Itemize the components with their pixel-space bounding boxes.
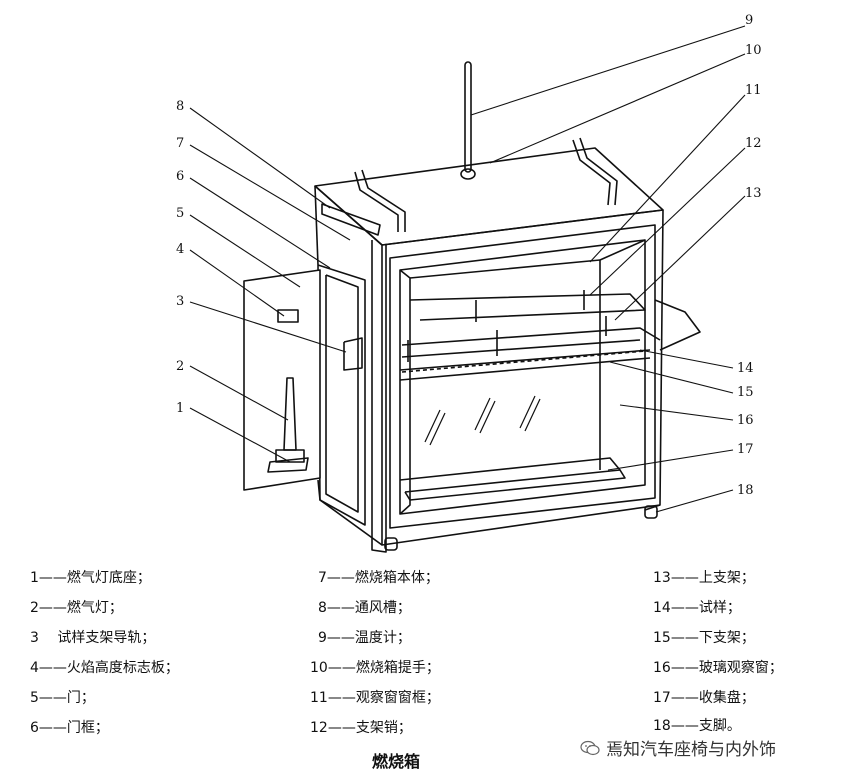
legend-item: 9——温度计； bbox=[318, 630, 411, 646]
legend-item: 2——燃气灯； bbox=[30, 600, 123, 616]
callout-number: 5 bbox=[176, 206, 185, 221]
collection-tray bbox=[399, 457, 626, 501]
callout-number: 2 bbox=[176, 359, 185, 374]
callout-number: 12 bbox=[745, 136, 762, 151]
legend-item: 1——燃气灯底座； bbox=[30, 570, 151, 586]
legend-item: 3 试样支架导轨； bbox=[30, 630, 156, 646]
legend-item: 8——通风槽； bbox=[318, 600, 411, 616]
callout-number: 1 bbox=[176, 401, 185, 416]
wechat-icon bbox=[580, 740, 600, 755]
callout-number: 15 bbox=[737, 385, 754, 400]
callout-number: 13 bbox=[745, 186, 762, 201]
callout-number: 4 bbox=[176, 242, 185, 257]
legend-item: 12——支架销； bbox=[310, 720, 412, 736]
window-frame bbox=[389, 224, 656, 529]
legend-item: 15——下支架； bbox=[653, 630, 755, 646]
watermark-text: 焉知汽车座椅与内外饰 bbox=[606, 740, 776, 760]
chamber-body bbox=[314, 185, 664, 553]
callout-number: 17 bbox=[737, 442, 754, 457]
thermometer bbox=[460, 61, 476, 180]
legend-item: 5——门； bbox=[30, 690, 95, 706]
callout-number: 6 bbox=[176, 169, 185, 184]
specimen-holder bbox=[399, 290, 661, 381]
door-frame bbox=[317, 264, 366, 526]
vent-slot bbox=[321, 203, 381, 236]
callout-number: 18 bbox=[737, 483, 754, 498]
door bbox=[243, 269, 363, 491]
callout-number: 3 bbox=[176, 294, 185, 309]
callout-number: 8 bbox=[176, 99, 185, 114]
legend-item: 7——燃烧箱本体； bbox=[318, 570, 439, 586]
gas-lamp bbox=[267, 377, 309, 473]
legend-item: 17——收集盘； bbox=[653, 690, 755, 706]
legend-item: 10——燃烧箱提手； bbox=[310, 660, 440, 676]
legend-item: 18——支脚。 bbox=[653, 718, 741, 734]
callout-number: 11 bbox=[745, 83, 762, 98]
callout-number: 7 bbox=[176, 136, 185, 151]
callout-number: 9 bbox=[745, 13, 754, 28]
handles bbox=[354, 137, 701, 351]
callout-number: 14 bbox=[737, 361, 754, 376]
legend-item: 6——门框； bbox=[30, 720, 109, 736]
callout-number: 10 bbox=[745, 43, 762, 58]
figure-caption: 燃烧箱 bbox=[372, 752, 421, 771]
callout-number: 16 bbox=[737, 413, 754, 428]
watermark: 焉知汽车座椅与内外饰 bbox=[580, 735, 776, 760]
glass-hatch bbox=[424, 395, 541, 446]
leader-lines bbox=[189, 25, 746, 513]
legend-item: 16——玻璃观察窗； bbox=[653, 660, 783, 676]
legend-item: 14——试样； bbox=[653, 600, 741, 616]
legend-item: 11——观察窗窗框； bbox=[310, 690, 440, 706]
legend-item: 13——上支架； bbox=[653, 570, 755, 586]
legend-item: 4——火焰高度标志板； bbox=[30, 660, 179, 676]
